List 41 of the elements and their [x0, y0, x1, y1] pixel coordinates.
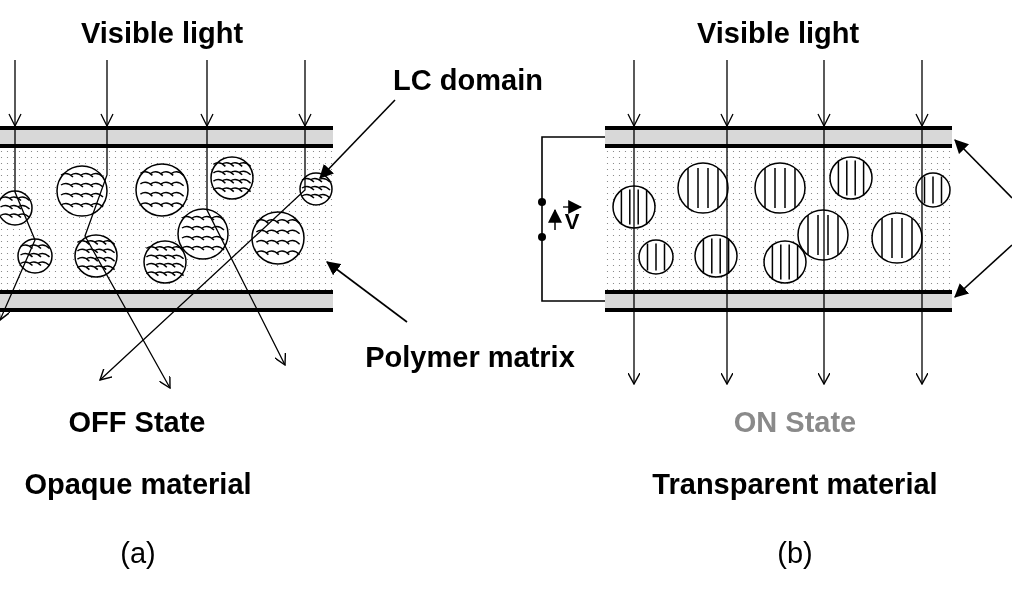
lc-droplet — [694, 234, 738, 278]
lc-droplet — [135, 163, 189, 217]
lc-droplet — [763, 240, 807, 284]
lc-droplet — [612, 185, 656, 229]
panel-label: (a) — [120, 538, 156, 568]
state-label: OFF State — [68, 407, 206, 437]
heading: Visible light — [696, 18, 860, 48]
leader-line — [319, 99, 396, 179]
lc-droplet — [299, 172, 333, 206]
electrode-layer — [605, 290, 952, 312]
state-label: ON State — [733, 407, 857, 437]
lc-droplet — [56, 165, 108, 217]
material-label: Opaque material — [24, 469, 252, 499]
leader-line — [326, 261, 408, 323]
lc-droplet — [210, 156, 254, 200]
leader-line — [954, 244, 1012, 298]
lc-droplet — [638, 239, 674, 275]
heading: Visible light — [80, 18, 244, 48]
lc-droplet — [871, 212, 923, 264]
lc-droplet — [677, 162, 729, 214]
circuit-wire — [541, 136, 606, 302]
lc-droplet — [74, 234, 118, 278]
electrode-layer — [605, 126, 952, 148]
part-label: LC domain — [393, 65, 543, 95]
lc-droplet — [143, 240, 187, 284]
voltage-symbol: V — [564, 211, 580, 233]
leader-line — [954, 139, 1012, 199]
electrode-layer — [0, 290, 333, 312]
lc-droplet — [829, 156, 873, 200]
electrode-layer — [0, 126, 333, 148]
part-label: Polymer matrix — [365, 342, 575, 372]
lc-droplet — [251, 211, 305, 265]
polymer-matrix — [0, 150, 333, 290]
lc-droplet — [754, 162, 806, 214]
lc-droplet — [0, 190, 33, 226]
panel-label: (b) — [777, 538, 813, 568]
lc-droplet — [177, 208, 229, 260]
material-label: Transparent material — [652, 469, 938, 499]
lc-droplet — [17, 238, 53, 274]
lc-droplet — [797, 209, 849, 261]
lc-droplet — [915, 172, 951, 208]
